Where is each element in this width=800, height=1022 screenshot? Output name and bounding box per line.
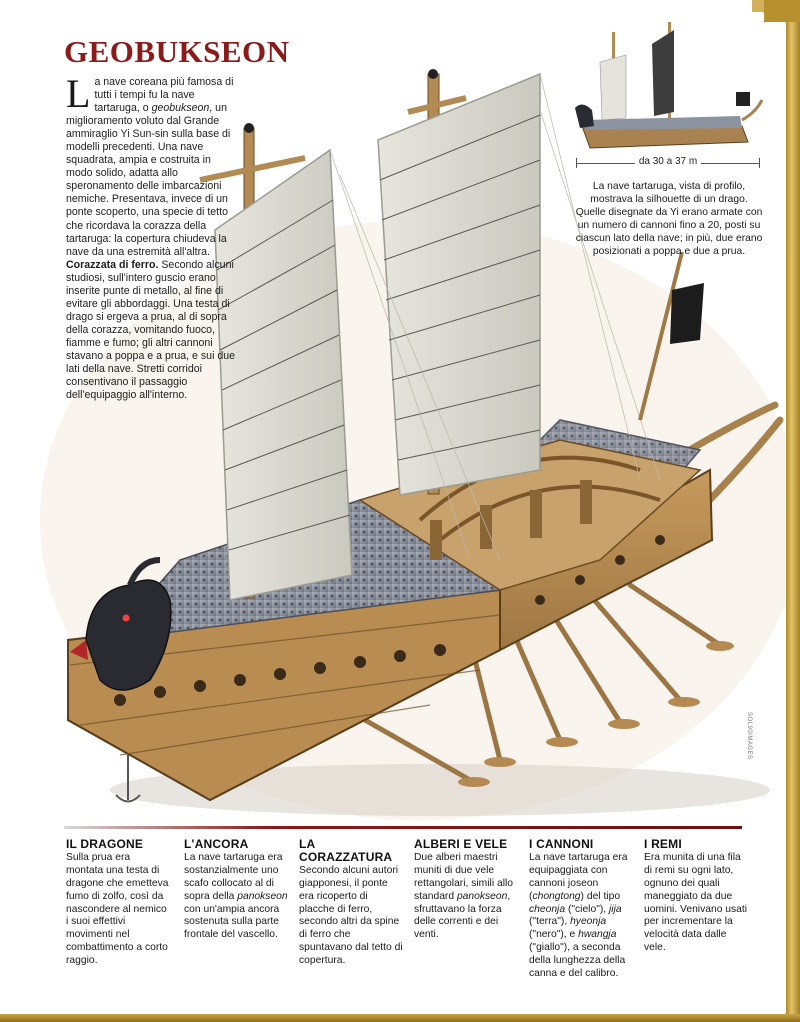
- column-title: L'ANCORA: [184, 837, 249, 851]
- page-title: GEOBUKSEON: [64, 34, 290, 69]
- section-divider: [64, 826, 742, 829]
- column-text: La nave tartaruga era equipaggiata con c…: [529, 851, 628, 980]
- length-measure-label: da 30 a 37 m: [634, 156, 702, 167]
- intro-p1-rest: , un miglioramento voluto dal Grande amm…: [66, 102, 231, 258]
- column-title: I REMI: [644, 837, 682, 851]
- intro-p1: a nave coreana più famosa di tutti i tem…: [94, 76, 234, 115]
- image-credit: SOL90IMAGES: [746, 712, 752, 760]
- column-title: I CANNONI: [529, 837, 594, 851]
- column-alberi-vele: ALBERI E VELE Due alberi maestri muniti …: [414, 838, 518, 942]
- gold-border-bottom: [0, 1014, 800, 1022]
- column-cannoni: I CANNONI La nave tartaruga era equipagg…: [529, 838, 633, 981]
- intro-p2-heading: Corazzata di ferro.: [66, 258, 159, 271]
- intro-p1-term: geobukseon: [151, 102, 210, 115]
- column-text: La nave tartaruga era sostanzialmente un…: [184, 851, 288, 941]
- drop-cap: L: [66, 71, 91, 116]
- column-remi: I REMI Era munita di una fila di remi su…: [644, 838, 748, 955]
- column-title: ALBERI E VELE: [414, 837, 508, 851]
- anchor: [115, 755, 141, 803]
- column-corazzatura: LA CORAZZATURA Secondo alcuni autori gia…: [299, 838, 403, 968]
- column-dragone: IL DRAGONE Sulla prua era montata una te…: [66, 838, 170, 968]
- sails: [214, 72, 541, 601]
- column-title: LA CORAZZATURA: [299, 837, 393, 864]
- length-measure: da 30 a 37 m: [576, 156, 760, 170]
- gold-border-right: [786, 0, 800, 1022]
- gold-corner-ornament: [752, 0, 800, 22]
- column-ancora: L'ANCORA La nave tartaruga era sostanzia…: [184, 838, 288, 942]
- column-text: Secondo alcuni autori giapponesi, il pon…: [299, 864, 403, 967]
- profile-caption: La nave tartaruga, vista di profilo, mos…: [575, 181, 763, 257]
- column-title: IL DRAGONE: [66, 837, 144, 851]
- column-text: Sulla prua era montata una testa di drag…: [66, 851, 169, 967]
- intro-p2: Secondo alcuni studiosi, sull'intero gus…: [66, 258, 236, 402]
- dragon-head: [70, 557, 172, 691]
- column-text: Due alberi maestri muniti di due vele re…: [414, 851, 514, 941]
- column-text: Era munita di una fila di remi su ogni l…: [644, 851, 748, 954]
- stern-flag: [638, 251, 704, 421]
- profile-view-ship: [575, 22, 764, 149]
